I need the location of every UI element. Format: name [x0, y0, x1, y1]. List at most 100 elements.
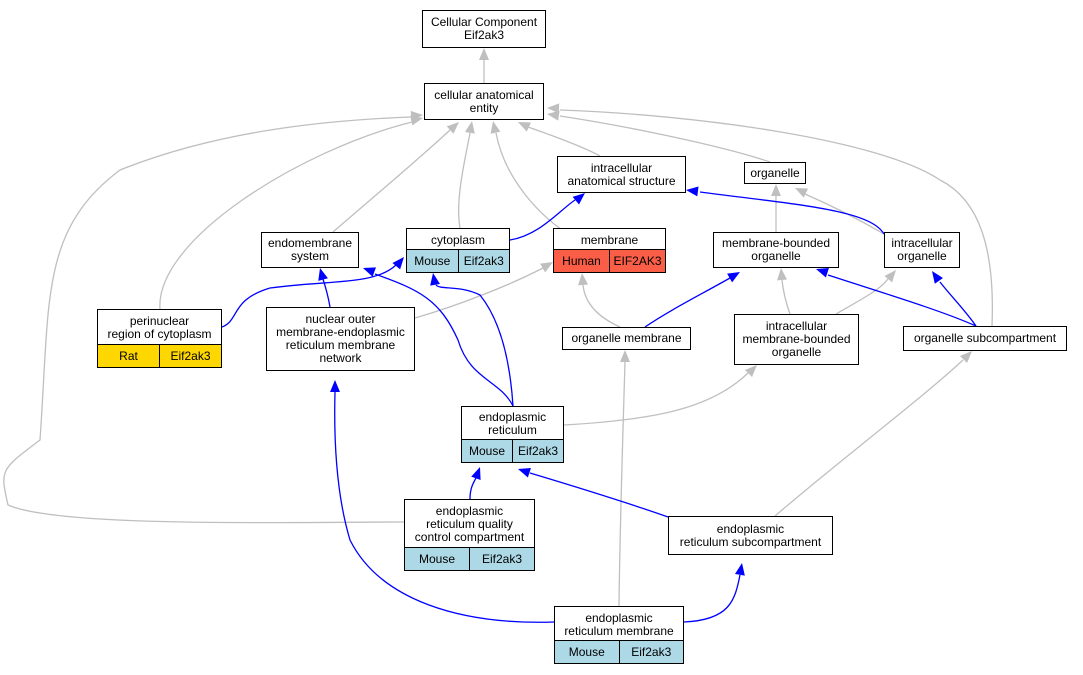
edge-mbo-organelle-arrowhead [771, 184, 781, 196]
edge-nomer-membrane [414, 267, 544, 319]
node-er-membrane[interactable]: endoplasmic reticulum membrane Mouse Eif… [554, 606, 684, 664]
edge-perinuclear-cytoplasm-arrowhead [392, 257, 404, 270]
node-membrane[interactable]: membrane Human EIF2AK3 [553, 228, 666, 273]
edge-ermem-orgmem [618, 361, 626, 607]
edge-ermem-ersub [683, 574, 741, 623]
edge-imbo-mbo-arrowhead [777, 268, 788, 281]
node-endomembrane-system[interactable]: endomembrane system [261, 232, 359, 268]
node-label: intracellular membrane-bounded organelle [742, 319, 851, 359]
edge-io-ias-arrowhead [686, 186, 699, 197]
annotation-row: Mouse Eif2ak3 [555, 640, 683, 663]
node-label: endoplasmic reticulum quality control co… [414, 504, 525, 544]
edge-ias-cae [527, 126, 601, 157]
edge-io-ias [699, 191, 885, 235]
edge-orgsub-cae-arrowhead [547, 103, 560, 114]
edge-io-organelle [804, 193, 885, 235]
gene-cell: Eif2ak3 [512, 440, 563, 462]
annotation-row: Rat Eif2ak3 [98, 344, 221, 367]
edge-nomer-membrane-arrowhead [540, 262, 553, 273]
edge-er-imbo [563, 372, 749, 426]
edge-organelle-cae [559, 115, 771, 163]
node-cellular-component[interactable]: Cellular Component Eif2ak3 [422, 10, 546, 48]
edge-membrane-cae-arrowhead [490, 121, 501, 134]
node-intracellular-organelle[interactable]: intracellular organelle [884, 232, 960, 268]
node-organelle-membrane[interactable]: organelle membrane [562, 327, 691, 350]
edge-cytoplasm-cae [457, 132, 471, 229]
edge-er-endomembrane-arrowhead [363, 267, 376, 277]
node-cellular-anatomical-entity[interactable]: cellular anatomical entity [424, 83, 544, 120]
edge-er-endomembrane [374, 273, 514, 407]
species-cell: Mouse [462, 440, 512, 462]
node-label: organelle membrane [571, 331, 682, 345]
node-label: endoplasmic reticulum [478, 410, 547, 437]
edge-orgmem-mbo-arrowhead [727, 272, 740, 283]
edge-organelle-cae-arrowhead [547, 110, 560, 121]
edge-cytoplasm-ias-arrowhead [572, 193, 585, 205]
gene-cell: Eif2ak3 [618, 641, 683, 663]
edge-imbo-io-arrowhead [884, 270, 896, 283]
annotation-row: Mouse Eif2ak3 [407, 249, 509, 272]
edge-orgmem-mbo [644, 277, 731, 328]
edge-cytoplasm-ias [509, 199, 576, 241]
annotation-row: Mouse Eif2ak3 [462, 439, 563, 462]
edge-er-cytoplasm [435, 284, 514, 407]
annotation-row: Human EIF2AK3 [554, 249, 665, 272]
edge-cytoplasm-cae-arrowhead [464, 121, 475, 134]
node-label: organelle [750, 165, 800, 180]
species-cell: Human [554, 250, 609, 272]
node-organelle-subcompartment[interactable]: organelle subcompartment [903, 326, 1067, 351]
node-cytoplasm[interactable]: cytoplasm Mouse Eif2ak3 [406, 228, 510, 273]
edge-orgsub-io [939, 281, 977, 327]
node-label: organelle subcompartment [913, 331, 1057, 345]
species-cell: Mouse [407, 250, 458, 272]
edge-orgsub-io-arrowhead [932, 271, 943, 284]
node-er-quality-control-compartment[interactable]: endoplasmic reticulum quality control co… [404, 499, 535, 571]
edge-erqc-er [469, 477, 477, 500]
node-intracellular-membrane-bounded-organelle[interactable]: intracellular membrane-bounded organelle [734, 314, 859, 365]
species-cell: Mouse [405, 548, 469, 570]
edge-endomembrane-cae [332, 129, 451, 233]
edge-endomembrane-cae-arrowhead [446, 122, 459, 134]
edge-imbo-io [835, 278, 889, 315]
edge-nomer-endomembrane-arrowhead [318, 268, 328, 281]
edge-imbo-mbo [781, 279, 791, 315]
edge-orgsub-mbo-arrowhead [816, 267, 829, 278]
gene-cell: Eif2ak3 [457, 250, 509, 272]
edge-erqc-cae [3, 116, 412, 524]
edge-ersub-orgsub-arrowhead [959, 351, 972, 364]
edge-io-organelle-arrowhead [795, 188, 808, 198]
edge-nomer-endomembrane [321, 275, 331, 308]
gene-cell: Eif2ak3 [469, 548, 534, 570]
node-label: endoplasmic reticulum subcompartment [679, 521, 822, 549]
node-membrane-bounded-organelle[interactable]: membrane-bounded organelle [713, 232, 839, 268]
edge-perinuclear-cae [159, 121, 413, 310]
node-label: Cellular Component Eif2ak3 [430, 15, 538, 42]
edge-ermem-nomer [334, 391, 555, 623]
edge-ermem-nomer-arrowhead [330, 380, 340, 392]
node-endoplasmic-reticulum[interactable]: endoplasmic reticulum Mouse Eif2ak3 [461, 406, 564, 463]
species-cell: Rat [98, 345, 159, 367]
node-label: endomembrane system [267, 236, 353, 263]
node-label: cytoplasm [430, 232, 486, 247]
node-perinuclear-region[interactable]: perinuclear region of cytoplasm Rat Eif2… [97, 309, 222, 368]
annotation-row: Mouse Eif2ak3 [405, 547, 534, 570]
edge-er-imbo-arrowhead [744, 365, 757, 378]
edge-membrane-cae [495, 132, 566, 233]
node-intracellular-anatomical-structure[interactable]: intracellular anatomical structure [557, 156, 686, 193]
node-label: membrane [580, 232, 639, 247]
node-nuclear-outer-membrane-er-network[interactable]: nuclear outer membrane-endoplasmic retic… [266, 307, 415, 371]
edge-erqc-cae-arrowhead [410, 110, 423, 121]
edge-orgmem-membrane [582, 284, 621, 328]
node-label: membrane-bounded organelle [721, 236, 831, 263]
node-label: nuclear outer membrane-endoplasmic retic… [276, 312, 405, 365]
node-label: perinuclear region of cytoplasm [107, 314, 212, 341]
edge-ersub-orgsub [774, 359, 964, 517]
node-label: endoplasmic reticulum membrane [564, 610, 674, 638]
edge-ermem-orgmem-arrowhead [620, 350, 630, 362]
edge-orgsub-mbo [827, 274, 977, 327]
node-organelle[interactable]: organelle [744, 162, 806, 184]
edge-ersub-er-arrowhead [518, 467, 531, 478]
edge-ermem-ersub-arrowhead [734, 563, 745, 576]
gene-cell: Eif2ak3 [159, 345, 221, 367]
node-er-subcompartment[interactable]: endoplasmic reticulum subcompartment [668, 516, 833, 555]
